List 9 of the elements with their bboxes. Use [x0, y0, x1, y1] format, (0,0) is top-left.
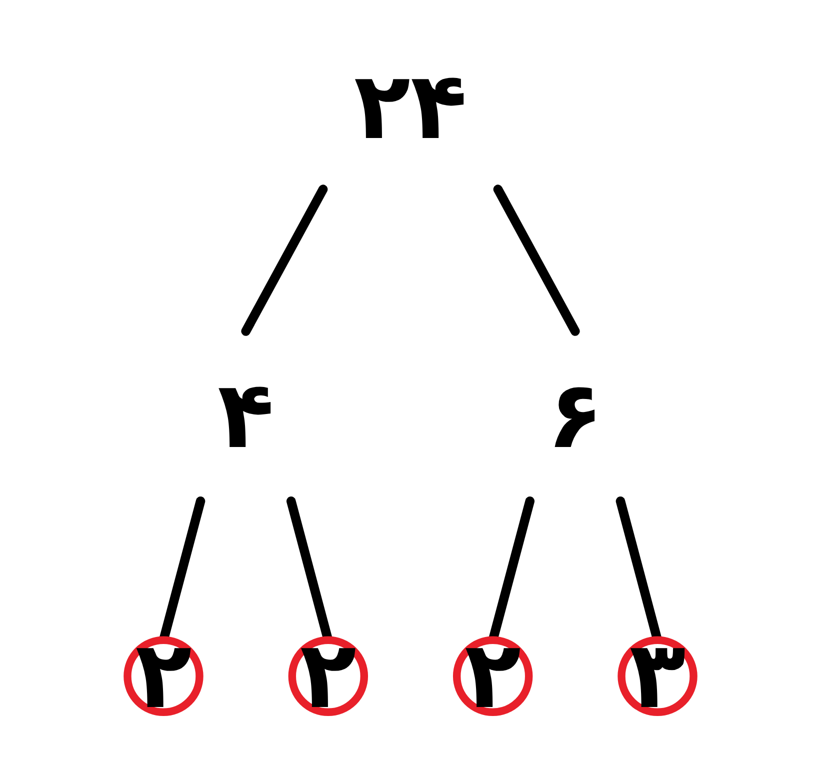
node-text: ۴ — [218, 362, 274, 470]
node-text: ۶ — [546, 362, 604, 470]
node-circle: ۲ — [452, 636, 533, 716]
node-circle: ۲ — [124, 636, 204, 716]
connector — [493, 184, 580, 336]
node-text: ۲۴ — [354, 53, 468, 162]
node-circle: ۲ — [288, 636, 368, 716]
connector — [241, 184, 328, 336]
node-circle: ۳ — [618, 636, 698, 716]
